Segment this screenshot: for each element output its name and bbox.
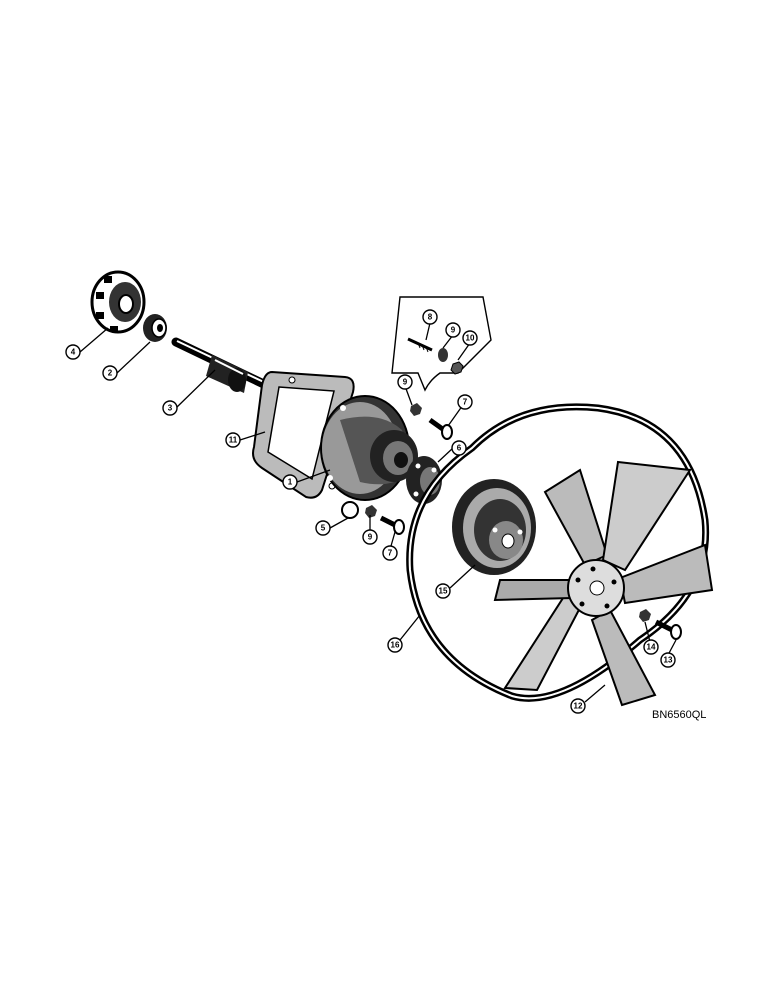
- callout-12: 12: [570, 698, 586, 714]
- capscrew-upper-part: [410, 403, 453, 440]
- drawing-code: BN6560QL: [652, 709, 706, 721]
- svg-text:16: 16: [391, 641, 400, 650]
- callout-9-inset: 9: [445, 322, 461, 338]
- callout-11: 11: [225, 432, 241, 448]
- callout-7-lower: 7: [382, 545, 398, 561]
- svg-text:3: 3: [168, 404, 173, 413]
- svg-text:10: 10: [466, 334, 475, 343]
- svg-text:5: 5: [321, 524, 326, 533]
- callout-1: 1: [282, 474, 298, 490]
- pump-body-part: [320, 395, 418, 501]
- svg-text:11: 11: [229, 436, 238, 445]
- callout-9-upper: 9: [397, 374, 413, 390]
- callout-2: 2: [102, 365, 118, 381]
- svg-text:6: 6: [457, 444, 462, 453]
- svg-text:4: 4: [71, 348, 76, 357]
- fan-belt-part: [406, 403, 710, 702]
- callout-6: 6: [451, 440, 467, 456]
- callout-3: 3: [162, 400, 178, 416]
- fan-pulley-part: [452, 479, 536, 575]
- svg-text:2: 2: [108, 369, 113, 378]
- svg-text:15: 15: [439, 587, 448, 596]
- fan-capscrew-part: [639, 609, 682, 640]
- callout-5: 5: [315, 520, 331, 536]
- callout-16: 16: [387, 637, 403, 653]
- fan-blade-part: [493, 460, 714, 707]
- svg-text:7: 7: [463, 398, 468, 407]
- callout-10: 10: [462, 330, 478, 346]
- svg-text:8: 8: [428, 313, 433, 322]
- svg-text:13: 13: [664, 656, 673, 665]
- callout-13: 13: [660, 652, 676, 668]
- svg-text:9: 9: [368, 533, 373, 542]
- svg-text:14: 14: [647, 643, 656, 652]
- svg-text:9: 9: [451, 326, 456, 335]
- callout-4: 4: [65, 344, 81, 360]
- callout-14: 14: [643, 639, 659, 655]
- svg-text:1: 1: [288, 478, 293, 487]
- capscrew-lower-part: [341, 501, 405, 535]
- svg-text:12: 12: [574, 702, 583, 711]
- pump-shaft-part: [171, 337, 275, 393]
- svg-text:9: 9: [403, 378, 408, 387]
- callout-9-lower: 9: [362, 529, 378, 545]
- callout-8: 8: [422, 309, 438, 325]
- svg-text:7: 7: [388, 549, 393, 558]
- impeller-part: [90, 270, 146, 334]
- seal-part: [143, 314, 167, 342]
- callout-7-upper: 7: [457, 394, 473, 410]
- stud-inset-box: [391, 296, 492, 392]
- callout-15: 15: [435, 583, 451, 599]
